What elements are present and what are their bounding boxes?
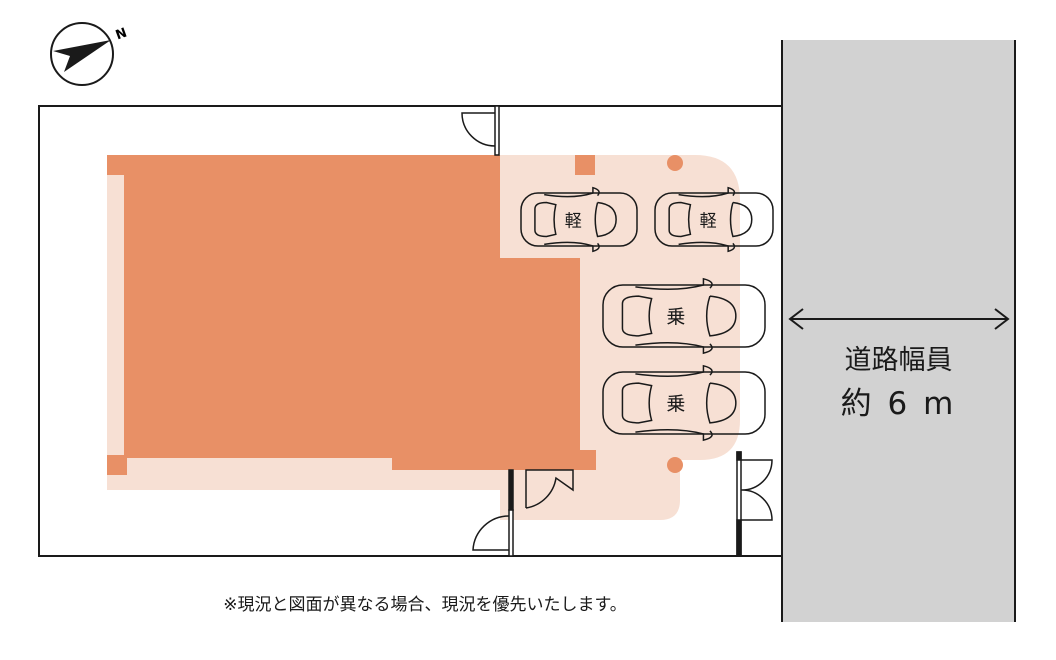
- parking-space-car-passenger: 乗: [602, 364, 766, 442]
- door-top: [461, 105, 500, 156]
- parking-space-car-kei: 軽: [520, 186, 638, 253]
- road-width-arrow: [788, 308, 1010, 330]
- compass-icon: [50, 22, 114, 86]
- road-width-label: 道路幅員: [844, 345, 953, 376]
- marker-dot: [667, 457, 683, 473]
- car-type-label: 軽: [700, 212, 717, 232]
- road-width-value: 約 6 m: [840, 386, 957, 422]
- door-bottom: [472, 469, 574, 557]
- building: [107, 155, 596, 475]
- road: [782, 40, 1015, 622]
- pillar: [575, 155, 595, 175]
- gate-right: [736, 451, 773, 557]
- car-type-label: 軽: [565, 212, 582, 232]
- marker-dot: [667, 155, 683, 171]
- parking-space-car-passenger: 乗: [602, 277, 766, 355]
- parking-space-car-kei: 軽: [654, 186, 774, 253]
- car-type-label: 乗: [666, 393, 685, 415]
- disclaimer-note: ※現況と図面が異なる場合、現況を優先いたします。: [223, 595, 627, 615]
- lot-boundary: [38, 105, 782, 557]
- car-type-label: 乗: [666, 306, 685, 328]
